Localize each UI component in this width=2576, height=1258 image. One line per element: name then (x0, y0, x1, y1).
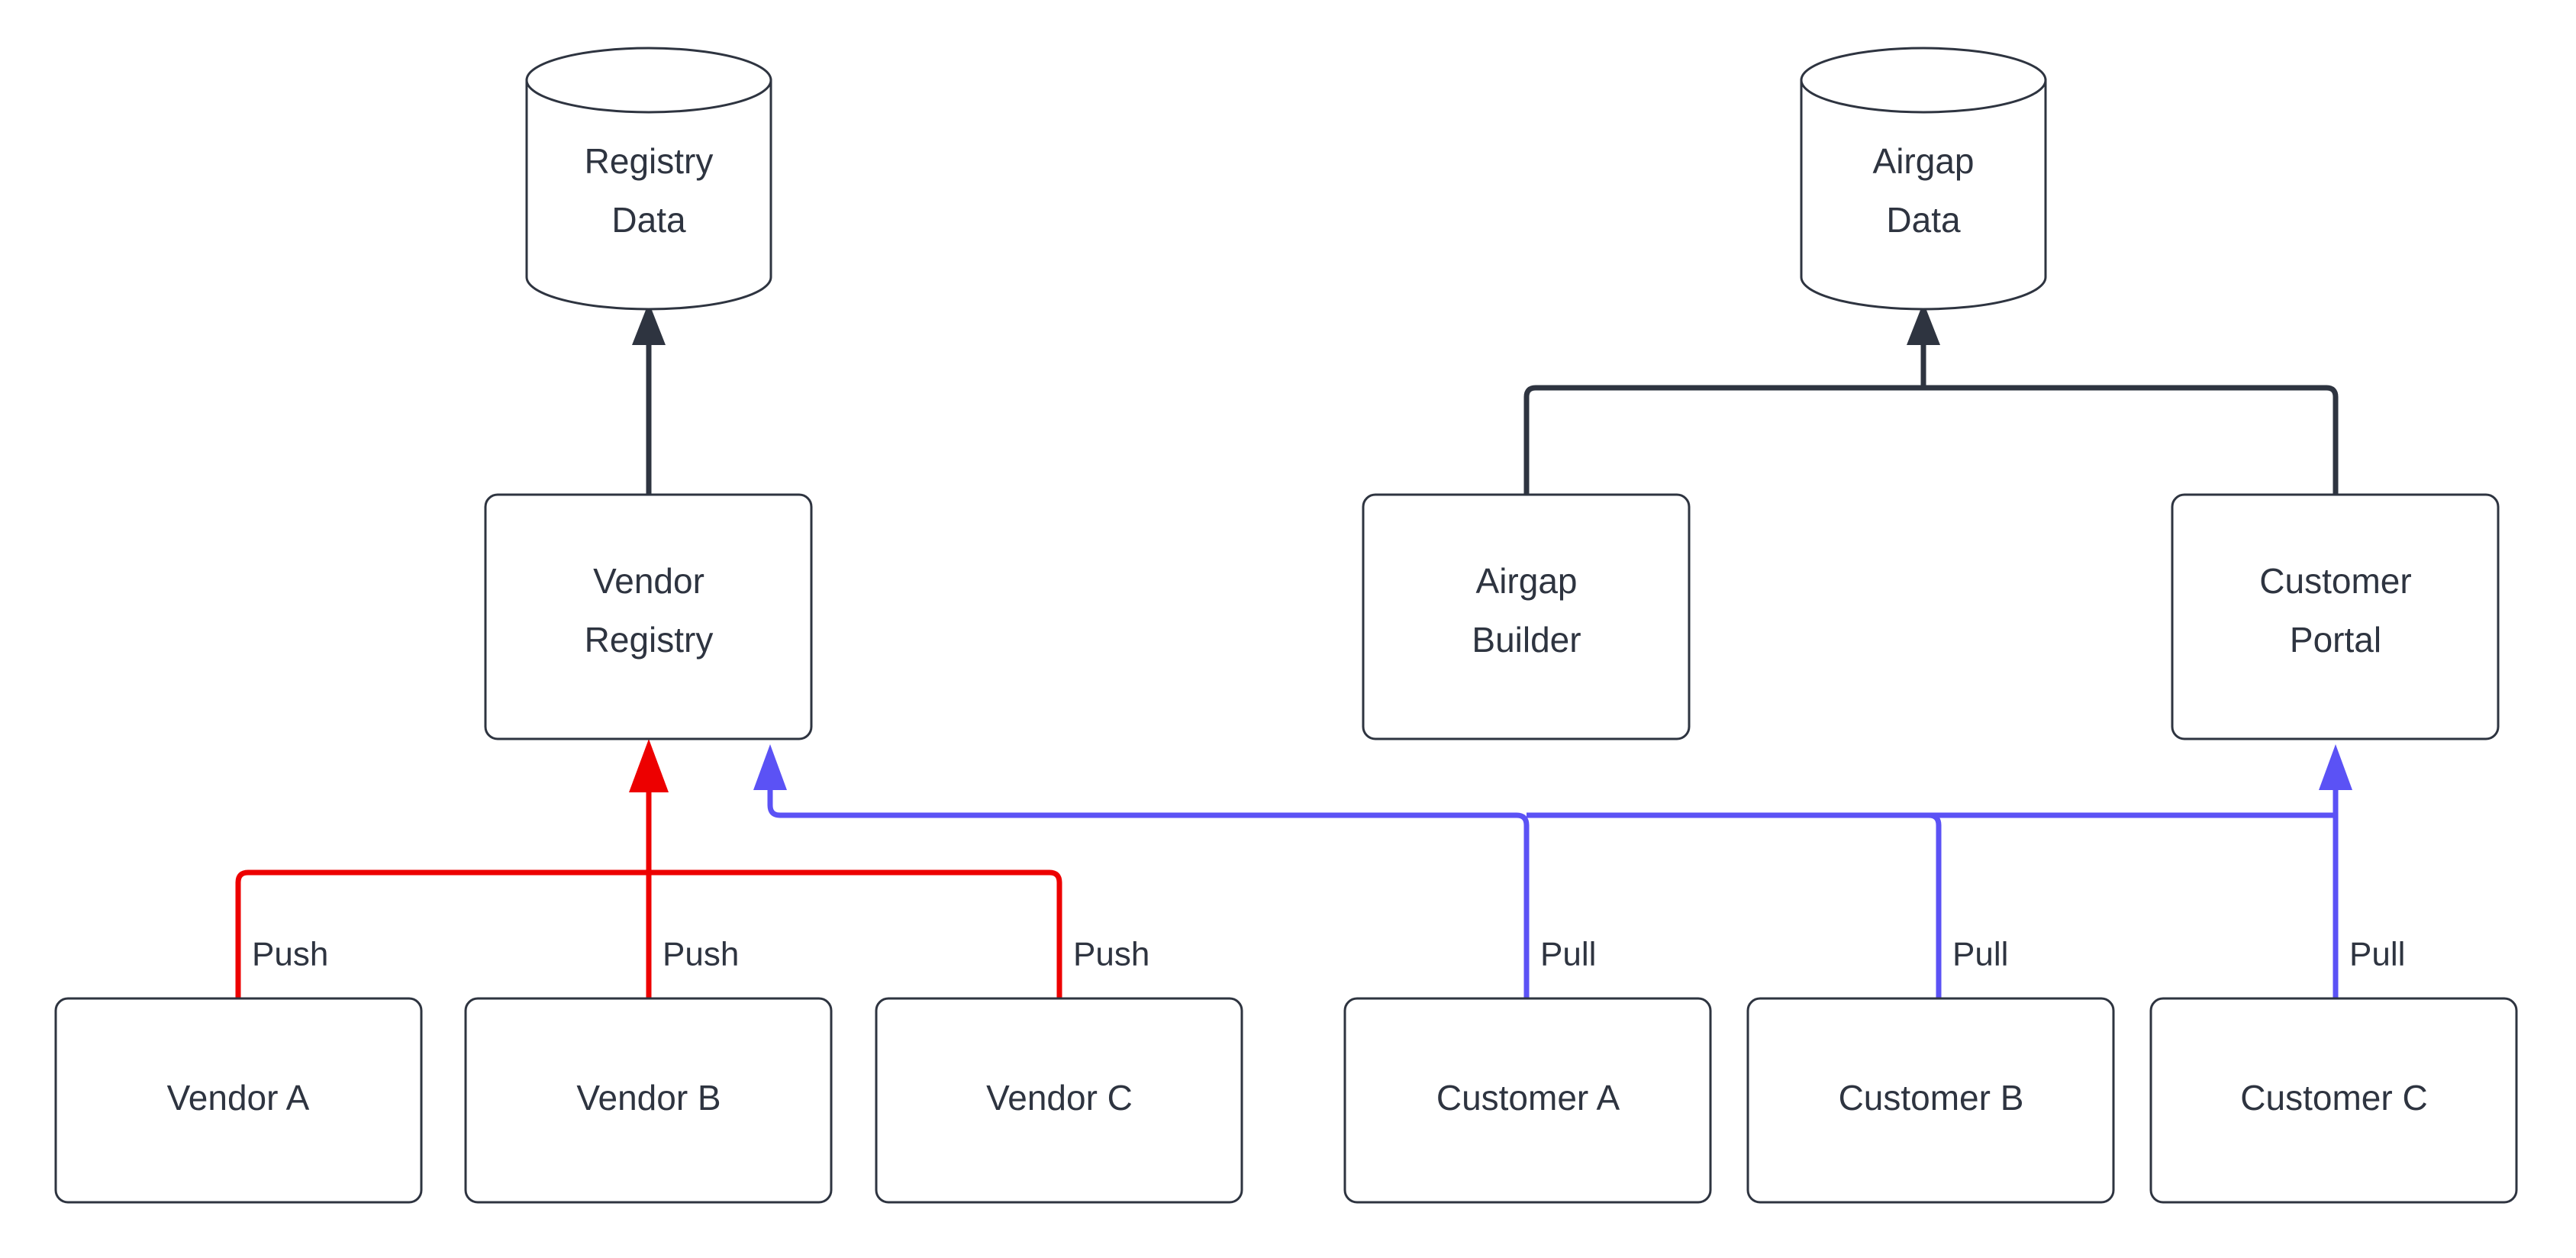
registry-data-label-line2: Data (611, 200, 686, 240)
customer-b-label: Customer B (1839, 1078, 2024, 1118)
node-vendor-a[interactable]: Vendor A (54, 997, 423, 1204)
node-airgap-builder[interactable]: Airgap Builder (1362, 493, 1691, 740)
edge-vendor-a-push (235, 869, 649, 998)
edge-label-pull-c: Pull (2349, 936, 2405, 973)
edge-customer-c-pull (1527, 744, 2352, 998)
airgap-builder-label-line1: Airgap (1476, 561, 1578, 601)
node-customer-b[interactable]: Customer B (1746, 997, 2115, 1204)
node-airgap-data[interactable]: Airgap Data (1800, 47, 2047, 311)
customer-portal-label-line1: Customer (2259, 561, 2411, 601)
customer-portal-label-line2: Portal (2290, 620, 2381, 660)
node-registry-data[interactable]: Registry Data (525, 47, 772, 311)
edge-customer-a-pull (753, 744, 1530, 998)
registry-data-label-line1: Registry (585, 141, 714, 181)
edge-label-push-c: Push (1073, 936, 1149, 973)
edge-vendor-b-push (629, 739, 669, 998)
node-vendor-registry[interactable]: Vendor Registry (484, 493, 813, 740)
edge-airgap-builder-to-airgap-data (1523, 385, 1923, 495)
customer-a-label: Customer A (1436, 1078, 1620, 1118)
customer-c-label: Customer C (2240, 1078, 2427, 1118)
edge-label-pull-a: Pull (1540, 936, 1596, 973)
airgap-data-label-line2: Data (1886, 200, 1961, 240)
node-vendor-c[interactable]: Vendor C (875, 997, 1243, 1204)
node-customer-portal[interactable]: Customer Portal (2171, 493, 2500, 740)
edge-label-push-b: Push (663, 936, 739, 973)
vendor-b-label: Vendor B (576, 1078, 721, 1118)
airgap-builder-label-line2: Builder (1472, 620, 1581, 660)
vendor-c-label: Vendor C (986, 1078, 1133, 1118)
edge-vendor-c-push (649, 869, 1062, 998)
edge-customer-portal-to-airgap-data (1907, 302, 2339, 495)
edge-label-pull-b: Pull (1952, 936, 2008, 973)
edge-vendor-registry-to-registry-data (632, 302, 666, 495)
airgap-data-label-line1: Airgap (1873, 141, 1975, 181)
edge-label-push-a: Push (252, 936, 328, 973)
vendor-registry-label-line2: Registry (585, 620, 714, 660)
node-vendor-b[interactable]: Vendor B (464, 997, 833, 1204)
node-customer-a[interactable]: Customer A (1343, 997, 1712, 1204)
vendor-a-label: Vendor A (167, 1078, 310, 1118)
vendor-registry-label-line1: Vendor (593, 561, 704, 601)
node-customer-c[interactable]: Customer C (2149, 997, 2518, 1204)
